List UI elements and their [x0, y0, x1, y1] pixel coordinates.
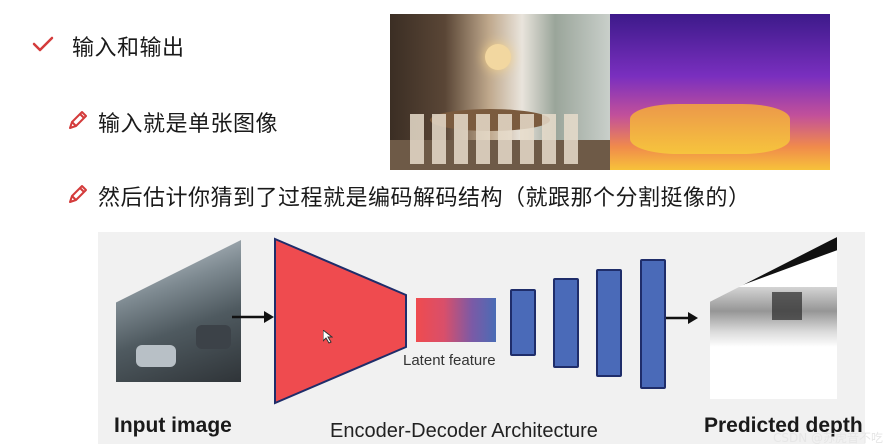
input-image: [116, 240, 241, 382]
encoder-decoder-diagram: Latent feature Input image Encoder-Decod…: [98, 232, 865, 444]
arrow-icon: [232, 310, 274, 324]
predicted-depth-image: [710, 237, 837, 399]
cursor-icon: [323, 330, 333, 344]
watermark: CSDN @苏虎音不吃: [773, 429, 883, 446]
heading-text: 输入和输出: [72, 30, 185, 62]
decoder-block: [596, 269, 622, 377]
arrow-icon: [666, 311, 698, 325]
latent-feature-block: [416, 298, 496, 342]
example-images: [390, 14, 830, 170]
pen-icon: [66, 108, 90, 136]
depth-map-photo: [610, 14, 830, 170]
decoder-block: [640, 259, 666, 389]
input-image-label: Input image: [114, 414, 232, 438]
latent-label: Latent feature: [403, 352, 496, 369]
process-text: 然后估计你猜到了过程就是编码解码结构（就跟那个分割挺像的）: [98, 180, 751, 212]
decoder-block: [553, 278, 579, 368]
input-text: 输入就是单张图像: [98, 106, 278, 138]
decoder-block: [510, 289, 536, 356]
architecture-label: Encoder-Decoder Architecture: [330, 420, 598, 443]
bullet-heading: 输入和输出: [32, 30, 185, 62]
encoder-shape: [273, 237, 408, 407]
pen-icon: [66, 182, 90, 210]
bullet-input: 输入就是单张图像: [66, 106, 278, 138]
room-photo: [390, 14, 610, 170]
bullet-process: 然后估计你猜到了过程就是编码解码结构（就跟那个分割挺像的）: [66, 180, 751, 212]
check-icon: [32, 36, 54, 56]
